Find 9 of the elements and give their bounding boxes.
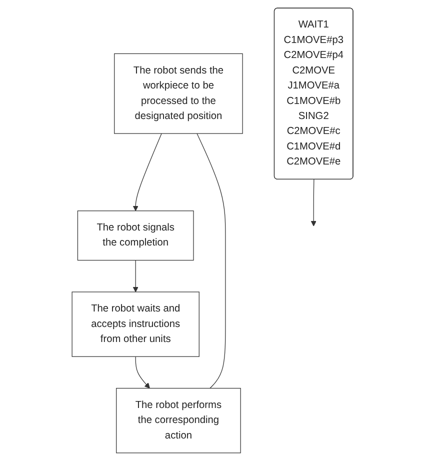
node-box: The robot waits and accepts instructions from other units — [72, 292, 200, 357]
arrow — [133, 133, 162, 212]
node-box: The robot performs the corresponding action — [116, 388, 242, 454]
arrow — [133, 260, 139, 292]
arrow — [311, 179, 317, 226]
connector — [197, 133, 226, 389]
arrow — [136, 356, 150, 389]
node-box: The robot signals the completion — [78, 210, 194, 261]
node-box: The robot sends the workpiece to be processed to the designated position — [114, 53, 244, 134]
